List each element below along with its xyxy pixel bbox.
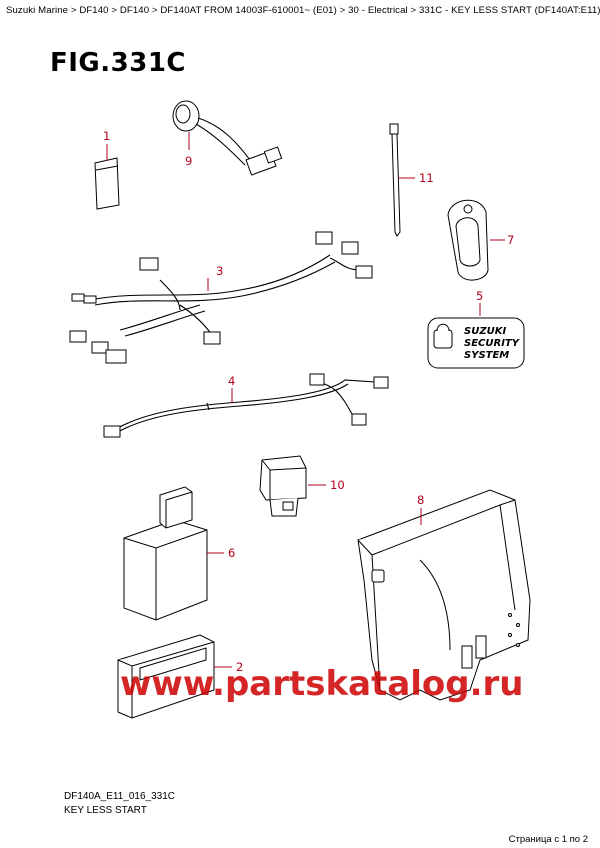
- part-9-buzzer-harness: [172, 100, 283, 176]
- part-2-holder: [117, 634, 215, 719]
- part-7-key-fob: [447, 199, 489, 281]
- callout-7: 7: [507, 233, 514, 247]
- badge-line-2: SECURITY: [464, 338, 521, 349]
- badge-line-1: SUZUKI: [464, 326, 506, 337]
- page-indicator: Страница с 1 по 2: [508, 834, 588, 845]
- callout-1: 1: [103, 129, 110, 143]
- callout-3: 3: [216, 264, 223, 278]
- callout-8: 8: [417, 493, 424, 507]
- callout-2: 2: [236, 660, 243, 674]
- part-4-sub-harness: [103, 373, 389, 438]
- part-10-switch: [259, 455, 307, 517]
- callout-10: 10: [330, 478, 345, 492]
- diagram-code: DF140A_E11_016_331C: [64, 791, 176, 802]
- part-6-control-module: [123, 486, 208, 621]
- callout-11: 11: [419, 171, 434, 185]
- badge-line-3: SYSTEM: [464, 350, 509, 361]
- callout-4: 4: [228, 374, 235, 388]
- diagram-caption: KEY LESS START: [64, 805, 147, 816]
- figure-title: FIG.331C: [50, 48, 187, 78]
- part-8-bracket: [357, 489, 531, 701]
- callout-6: 6: [228, 546, 235, 560]
- part-5-security-badge: SUZUKI SECURITY SYSTEM: [427, 317, 525, 369]
- callout-9: 9: [185, 154, 192, 168]
- watermark: www.partskatalog.ru: [120, 664, 524, 704]
- callout-5: 5: [476, 289, 483, 303]
- part-3-main-harness: [69, 231, 373, 364]
- breadcrumb[interactable]: Suzuki Marine > DF140 > DF140 > DF140AT …: [6, 5, 600, 16]
- part-11-cable-tie: [389, 123, 401, 237]
- part-1-label-sticker: [94, 157, 120, 210]
